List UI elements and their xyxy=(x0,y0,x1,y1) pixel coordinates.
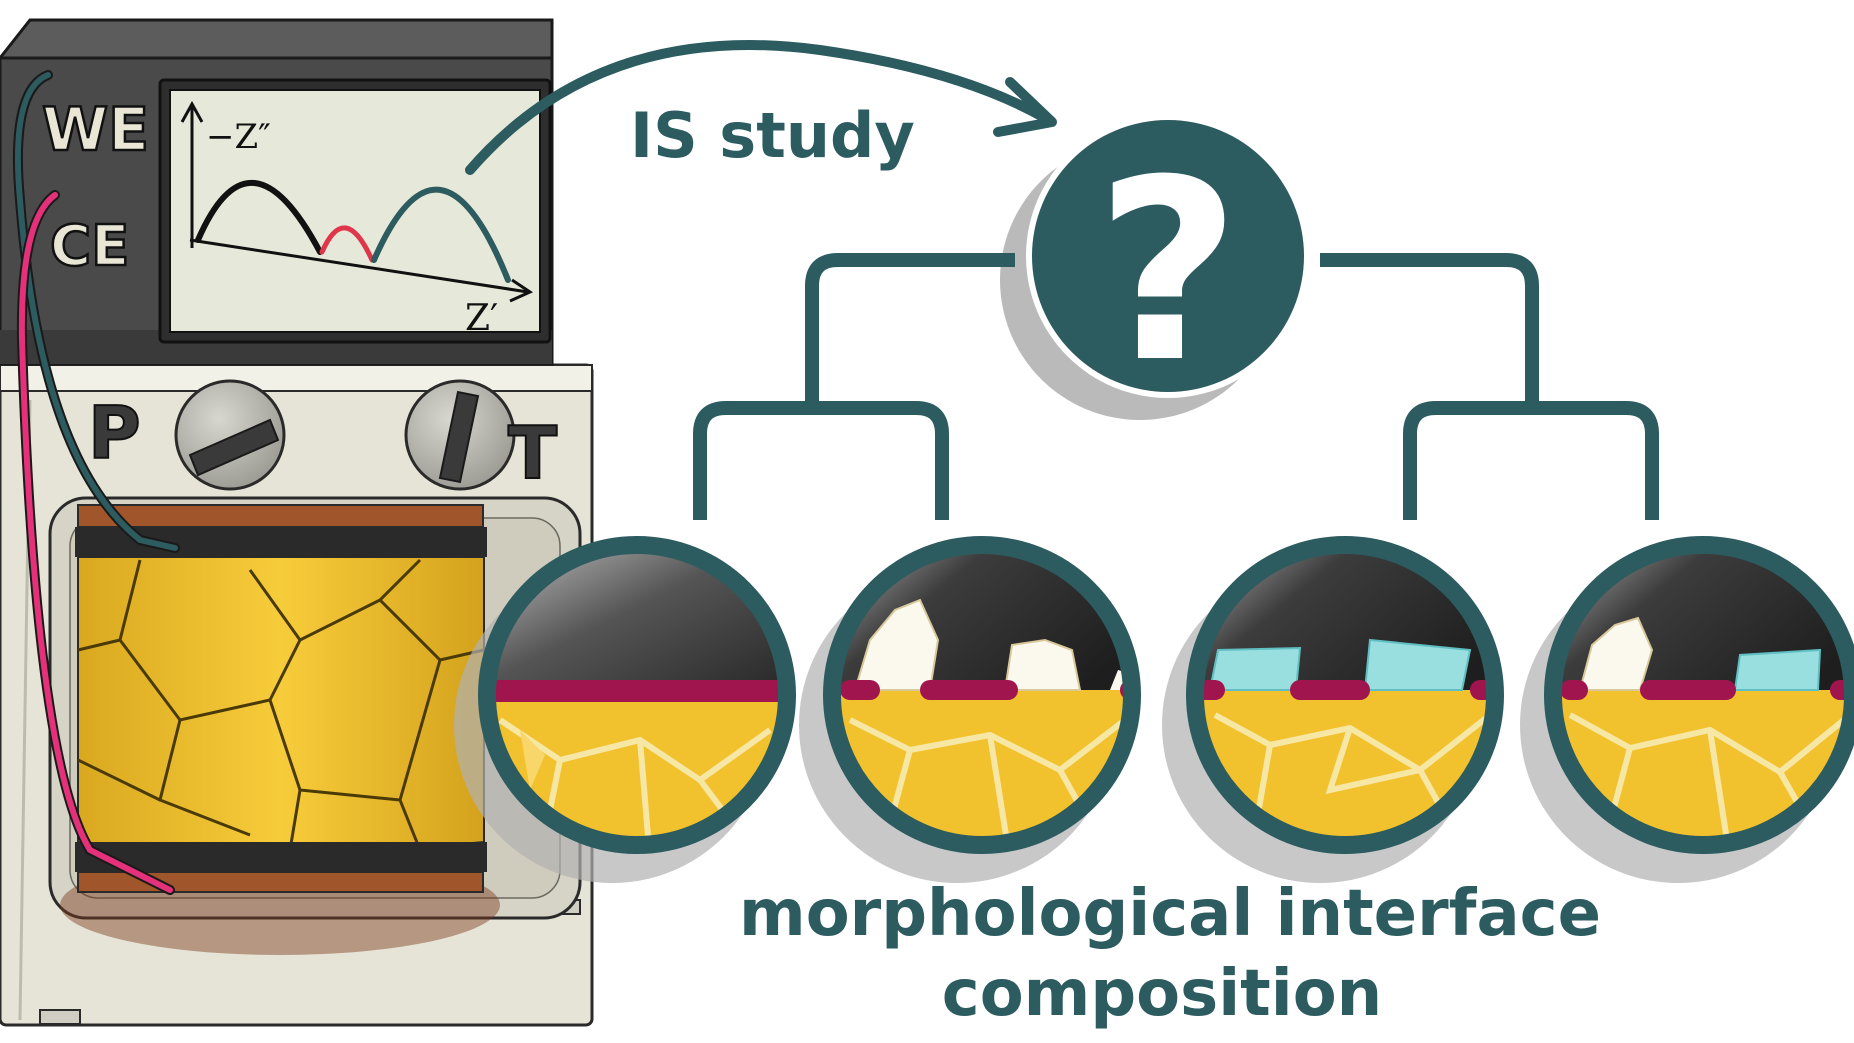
temperature-label: T xyxy=(508,411,557,495)
pressure-label: P xyxy=(88,391,141,475)
interface-scenario-4 xyxy=(1520,536,1854,883)
caption-line-2: composition xyxy=(942,957,1382,1031)
caption: morphological interface composition xyxy=(739,877,1601,1031)
control-panel: P T xyxy=(87,379,558,496)
working-electrode-label: WE xyxy=(42,95,149,165)
counter-electrode-label: CE xyxy=(50,214,129,279)
is-study-arrow: IS study xyxy=(465,40,1057,175)
question-mark-icon: ? xyxy=(1095,126,1240,417)
impedance-screen xyxy=(169,89,541,333)
is-study-label: IS study xyxy=(630,99,915,172)
upper-housing: −Z″ Z′ WE CE xyxy=(0,18,554,366)
grain-boundaries xyxy=(77,558,485,851)
tree-connectors xyxy=(693,253,1659,520)
potentiostat: P T xyxy=(0,18,594,1027)
caption-line-1: morphological interface xyxy=(739,877,1601,951)
interface-scenario-2 xyxy=(799,536,1141,883)
axis-label-z-prime: Z′ xyxy=(465,298,498,339)
electrode-cables xyxy=(13,70,180,895)
interface-scenario-1 xyxy=(454,536,796,883)
question-node: ? xyxy=(1000,114,1310,420)
interface-scenario-3 xyxy=(1162,536,1504,883)
axis-label-minus-z-double-prime: −Z″ xyxy=(206,117,271,157)
electrochemical-cell xyxy=(75,504,487,893)
